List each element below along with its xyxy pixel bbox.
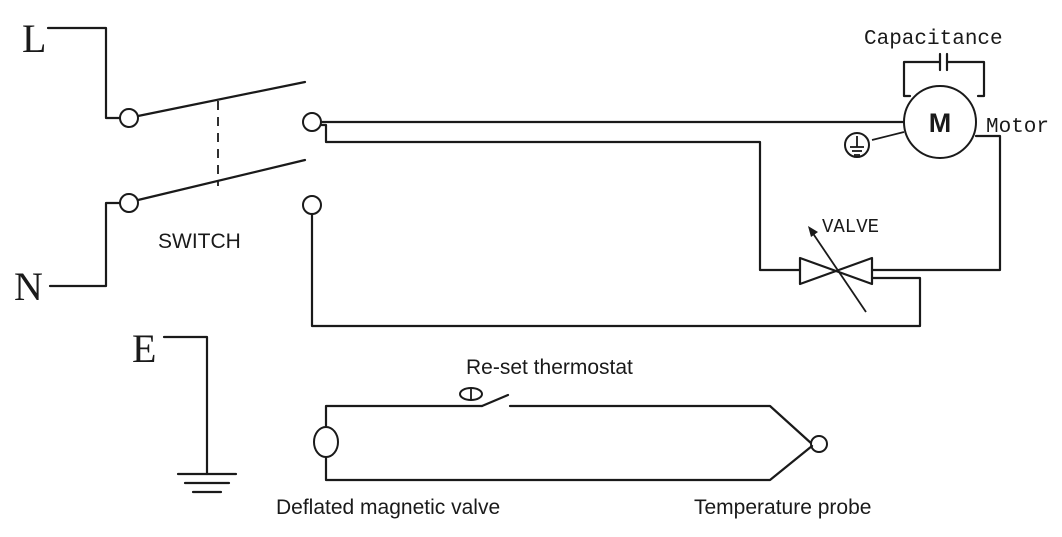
deflated-valve-label: Deflated magnetic valve xyxy=(276,496,500,519)
neutral-return-wire xyxy=(310,212,922,328)
earth-wire xyxy=(162,335,209,476)
line-terminal-label: L xyxy=(22,16,46,61)
valve-feed-wire xyxy=(319,123,802,272)
valve-body xyxy=(798,256,874,286)
motor-circle xyxy=(903,85,977,159)
motor-label: Motor xyxy=(986,116,1049,139)
motor-return-wire xyxy=(870,134,1002,272)
capacitor-lead-left xyxy=(902,60,942,98)
earth-ground-icon xyxy=(162,335,238,494)
motor-ground-icon xyxy=(844,131,905,158)
magnetic-valve-icon xyxy=(313,426,339,458)
switch-contact-l-in xyxy=(119,108,139,128)
line-wire xyxy=(46,26,122,120)
switch-contact-n-in xyxy=(119,193,139,213)
motor-symbol: M xyxy=(903,85,977,159)
earth-terminal-label: E xyxy=(132,326,156,371)
capacitor-lead-right xyxy=(945,60,986,98)
capacitance-label: Capacitance xyxy=(864,28,1003,51)
switch-blade-lower xyxy=(136,158,307,202)
temperature-probe-label: Temperature probe xyxy=(694,496,871,519)
thermostat-circuit xyxy=(313,387,828,482)
switch-contact-n-out xyxy=(302,195,322,215)
valve-symbol xyxy=(798,226,874,313)
probe-return-wire xyxy=(324,444,814,482)
thermostat-contact-blade xyxy=(480,393,510,408)
motor-ground-lead xyxy=(871,131,905,141)
valve-arrow-icon xyxy=(808,226,818,237)
switch-blade-upper xyxy=(136,80,307,118)
thermostat-right-wire xyxy=(508,404,814,446)
thermostat-left-wire xyxy=(324,404,484,429)
valve-adjust-line xyxy=(811,231,867,313)
switch-label: SWITCH xyxy=(158,230,241,253)
neutral-terminal-label: N xyxy=(14,264,43,309)
double-pole-switch xyxy=(119,80,322,215)
neutral-wire xyxy=(48,201,122,288)
capacitor-symbol xyxy=(902,52,986,98)
switch-contact-l-out xyxy=(302,112,322,132)
reset-thermostat-label: Re-set thermostat xyxy=(466,356,633,379)
motor-letter: M xyxy=(929,108,952,138)
temperature-probe-icon xyxy=(810,435,828,453)
valve-label: VALVE xyxy=(822,216,879,238)
